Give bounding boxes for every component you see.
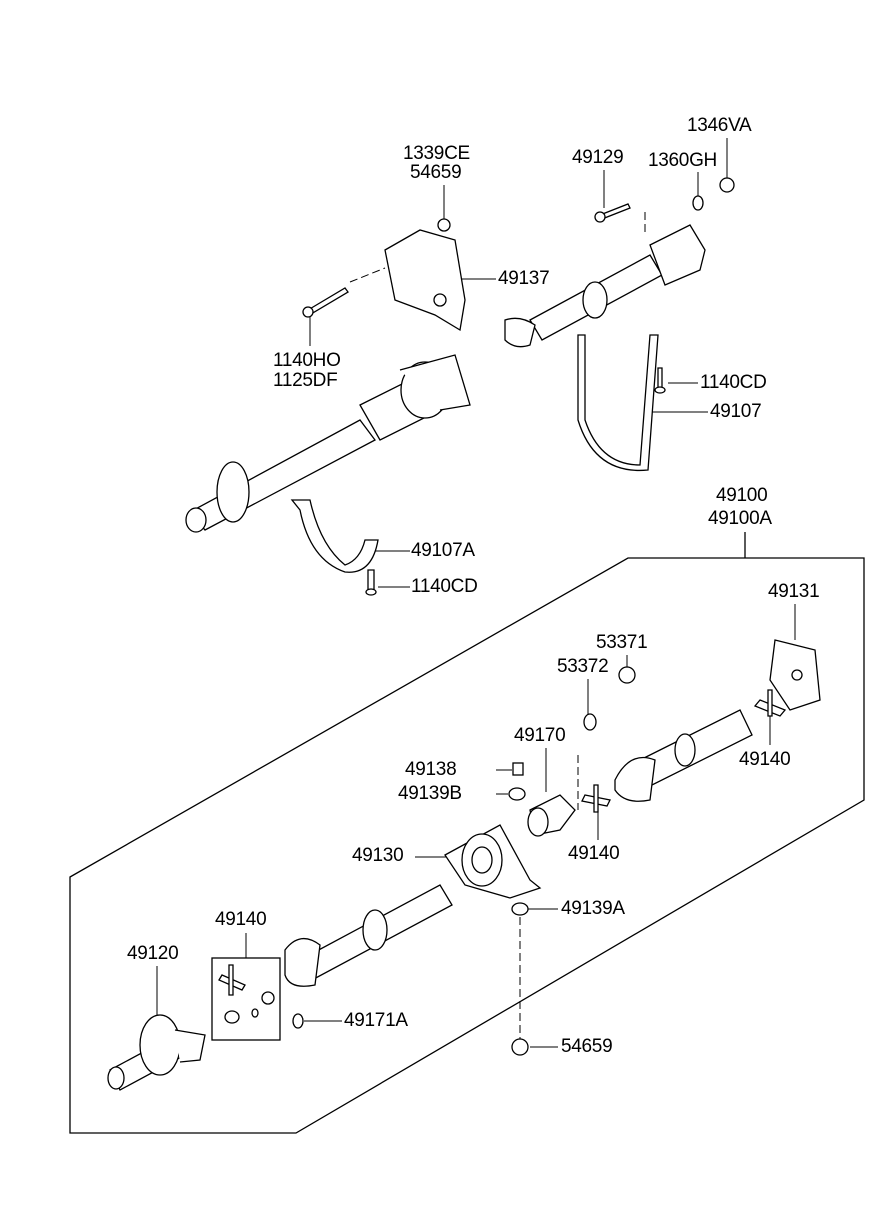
upper-rear-shaft [504,224,706,348]
lower-rear-shaft [614,709,753,802]
center-bearing-bracket-49137 [384,229,466,332]
upper-front-shaft [185,354,471,533]
strap-49107A [290,499,379,573]
bolt-49129 [594,203,631,223]
callout-49100A: 49100A [708,508,772,529]
callout-1125DF: 1125DF [273,370,338,391]
assembly-boundary [69,557,865,1134]
callout-49140-mid: 49140 [568,843,620,864]
callout-54659-top: 54659 [410,162,462,183]
bolt-1140CD-upper [654,367,666,394]
bushing-49139A [511,902,529,916]
callout-49170: 49170 [514,725,566,746]
bushing-49138 [512,762,524,776]
bolt-1140CD-lower [365,569,377,596]
callout-54659-lower: 54659 [561,1036,613,1057]
callout-49107: 49107 [710,401,762,422]
callout-1140CD-upper: 1140CD [700,372,767,393]
callout-1140CD-lower: 1140CD [411,576,478,597]
nut-1346VA [719,177,735,193]
callout-49140-kit: 49140 [215,909,267,930]
nut-54659-top [437,218,451,232]
washer-53372 [583,713,597,731]
callout-49100: 49100 [716,485,768,506]
bushing-49139B [508,787,526,801]
nut-53371 [618,666,636,684]
ujoint-49140-mid [581,784,611,813]
callout-1339CE: 1339CE [403,143,470,164]
callout-49137: 49137 [498,268,550,289]
callout-49139B: 49139B [398,783,462,804]
flange-49131 [769,639,821,711]
callout-49107A: 49107A [411,540,475,561]
callout-49171A: 49171A [344,1010,408,1031]
callout-49129: 49129 [572,147,624,168]
callout-49138: 49138 [405,759,457,780]
washer-1360GH [692,195,704,211]
yoke-49170 [527,794,576,837]
lower-front-shaft [284,884,453,987]
strap-49107 [577,334,659,472]
callout-53371: 53371 [596,632,648,653]
leader-lines [156,138,796,1048]
callout-49130: 49130 [352,845,404,866]
callout-49140-rear: 49140 [739,749,791,770]
center-bearing-49130 [444,824,542,899]
callout-49131: 49131 [768,581,820,602]
snap-ring-49171A [292,1013,304,1029]
callout-1360GH: 1360GH [648,150,717,171]
callout-49139A: 49139A [561,898,625,919]
ujoint-49140-rear [753,689,787,717]
bolt-1140HO [302,287,349,318]
ujoint-kit-49140 [211,957,281,1041]
callout-49120: 49120 [127,943,179,964]
callout-53372: 53372 [557,656,609,677]
callout-1140HO: 1140HO [273,350,341,371]
flange-yoke-49120 [107,1014,206,1091]
callout-1346VA: 1346VA [687,115,752,136]
nut-54659-lower [511,1038,529,1056]
